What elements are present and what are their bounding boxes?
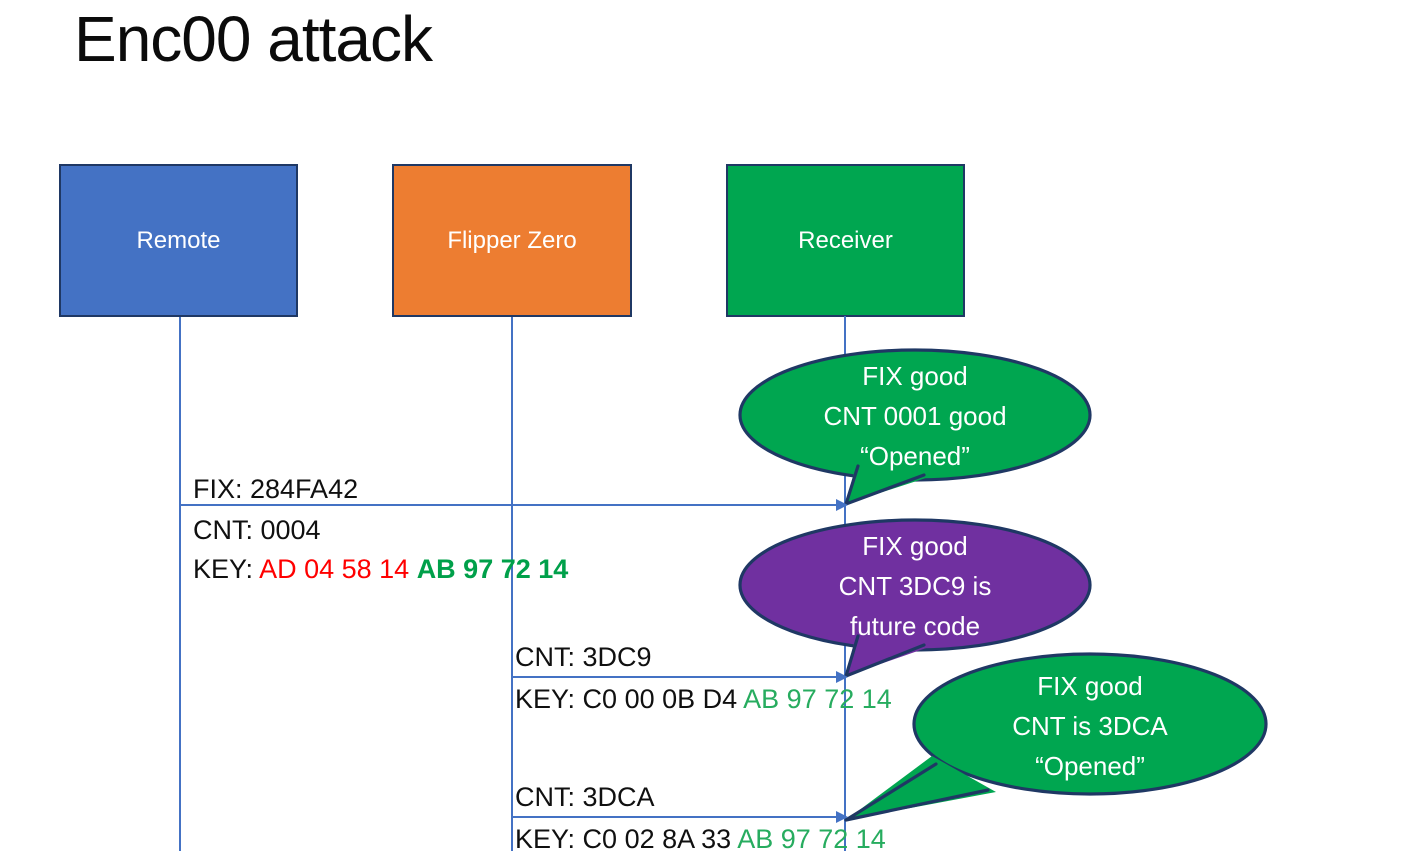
arrowhead-right-icon (836, 811, 848, 823)
page-title: Enc00 attack (74, 3, 433, 75)
callout-text-2: FIX good CNT 3DC9 is future code (745, 526, 1085, 646)
callout-bubble-fix-good-cnt-3dca (844, 652, 1268, 822)
message-1-fix: FIX: 284FA42 (193, 474, 359, 504)
callout-2-line-1: FIX good (862, 531, 968, 561)
actor-label-remote: Remote (136, 226, 221, 254)
callout-3-line-1: FIX good (1037, 671, 1143, 701)
callout-2-line-2: CNT 3DC9 is (838, 571, 992, 601)
message-1-key: KEY: AD 04 58 14 AB 97 72 14 (193, 554, 569, 584)
callout-1-line-3: “Opened” (860, 441, 970, 471)
lifeline-flipper-zero (511, 317, 513, 851)
key-green-bytes: AB 97 72 14 (737, 824, 886, 854)
message-3-cnt: CNT: 3DCA (515, 782, 655, 812)
message-3-key: KEY: C0 02 8A 33 AB 97 72 14 (515, 824, 886, 854)
callout-text-1: FIX good CNT 0001 good “Opened” (745, 356, 1085, 476)
callout-3-line-3: “Opened” (1035, 751, 1145, 781)
arrow-shaft (180, 504, 838, 506)
actor-label-receiver: Receiver (798, 226, 893, 254)
callout-2-line-3: future code (849, 611, 981, 641)
callout-1-line-2: CNT 0001 good (823, 401, 1007, 431)
actor-label-flipper-zero: Flipper Zero (447, 226, 577, 254)
callout-1-line-1: FIX good (862, 361, 968, 391)
message-1-cnt: CNT: 0004 (193, 515, 321, 545)
lifeline-remote (179, 317, 181, 851)
message-1-labels: FIX: 284FA42 CNT: 0004 KEY: AD 04 58 14 … (193, 474, 569, 584)
message-arrow-1-remote-to-receiver (180, 499, 848, 511)
arrowhead-right-icon (836, 499, 848, 511)
actor-box-flipper-zero: Flipper Zero (392, 164, 632, 317)
arrow-shaft (512, 816, 838, 818)
message-2-key: KEY: C0 00 0B D4 AB 97 72 14 (515, 684, 892, 714)
callout-bubble-fix-good-cnt-0001 (738, 348, 1092, 506)
key-green-bytes: AB 97 72 14 (416, 554, 569, 584)
message-3-labels: CNT: 3DCA KEY: C0 02 8A 33 AB 97 72 14 (515, 782, 886, 854)
message-arrow-2-flipper-to-receiver (512, 671, 848, 683)
callout-3-line-2: CNT is 3DCA (1012, 711, 1168, 741)
callout-bubble-fix-good-cnt-3dc9 (738, 518, 1092, 678)
key-green-bytes: AB 97 72 14 (743, 684, 892, 714)
message-2-labels: CNT: 3DC9 KEY: C0 00 0B D4 AB 97 72 14 (515, 642, 892, 714)
arrowhead-right-icon (836, 671, 848, 683)
actor-box-remote: Remote (59, 164, 298, 317)
callout-text-3: FIX good CNT is 3DCA “Opened” (920, 666, 1260, 786)
key-red-bytes: AD 04 58 14 (259, 554, 417, 584)
arrow-shaft (512, 676, 838, 678)
actor-box-receiver: Receiver (726, 164, 965, 317)
message-2-cnt: CNT: 3DC9 (515, 642, 652, 672)
message-arrow-3-flipper-to-receiver (512, 811, 848, 823)
